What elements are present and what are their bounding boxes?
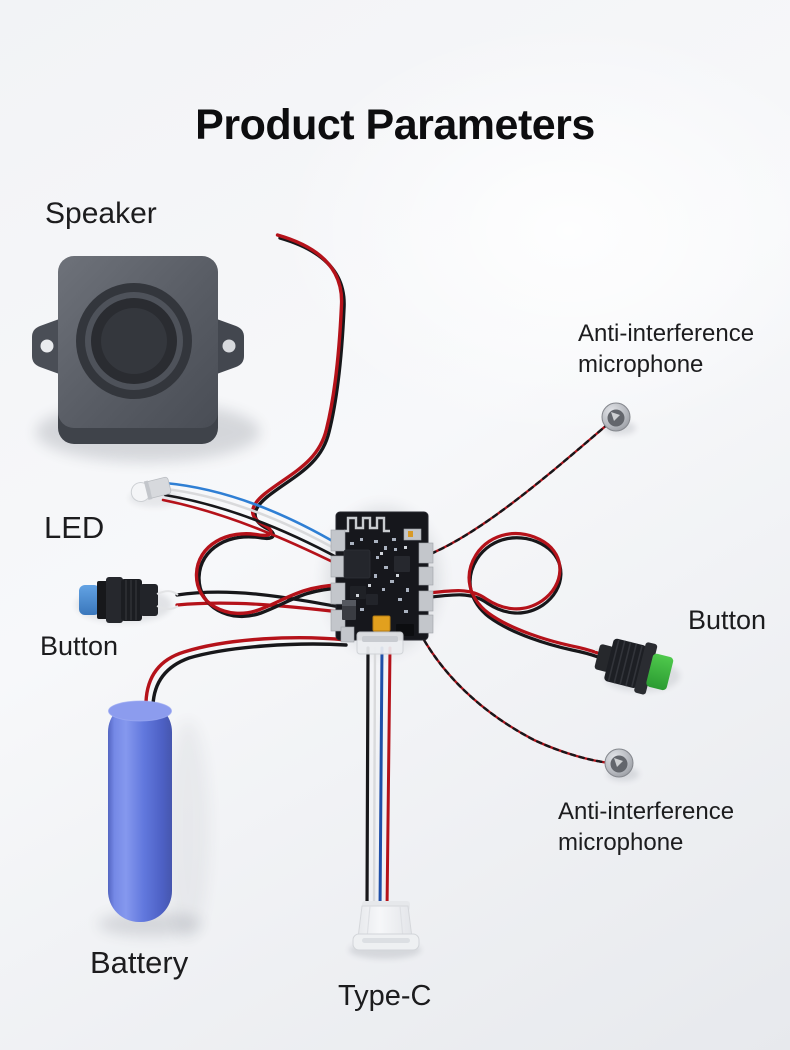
led-label: LED — [44, 510, 105, 545]
mic-top-image — [601, 402, 631, 432]
button-left-wire — [175, 590, 342, 614]
speaker-wire — [194, 233, 346, 619]
mic-top-label-line2: microphone — [578, 350, 704, 378]
mic-bottom-wire — [418, 631, 612, 765]
mic-top-label-line1: Anti-interference — [578, 320, 755, 347]
pcb-image — [330, 511, 434, 655]
button-left-label: Button — [40, 631, 119, 661]
battery-image — [108, 700, 172, 922]
mic-top-label: Anti-interference microphone — [578, 319, 754, 380]
speaker-image — [32, 256, 244, 444]
battery-wire — [144, 636, 348, 707]
typec-connector-image — [352, 901, 420, 951]
button-left-image — [79, 577, 179, 623]
mic-top-wire — [421, 422, 610, 559]
typec-label: Type-C — [338, 980, 432, 1012]
button-right-label: Button — [688, 605, 767, 635]
pcb-antenna-trace — [344, 516, 390, 533]
page-title: Product Parameters — [195, 101, 595, 149]
led-wires — [161, 481, 343, 567]
battery-label: Battery — [90, 945, 189, 980]
typec-wires — [365, 646, 392, 912]
mic-bottom-label-line2: microphone — [558, 828, 684, 856]
speaker-label: Speaker — [45, 197, 157, 230]
mic-bottom-label-line1: Anti-interference — [558, 798, 735, 825]
button-right-image — [594, 638, 674, 695]
button-right-wire — [421, 531, 619, 670]
led-image — [130, 476, 172, 503]
mic-bottom-image — [604, 748, 634, 778]
mic-bottom-label: Anti-interference microphone — [558, 797, 734, 858]
